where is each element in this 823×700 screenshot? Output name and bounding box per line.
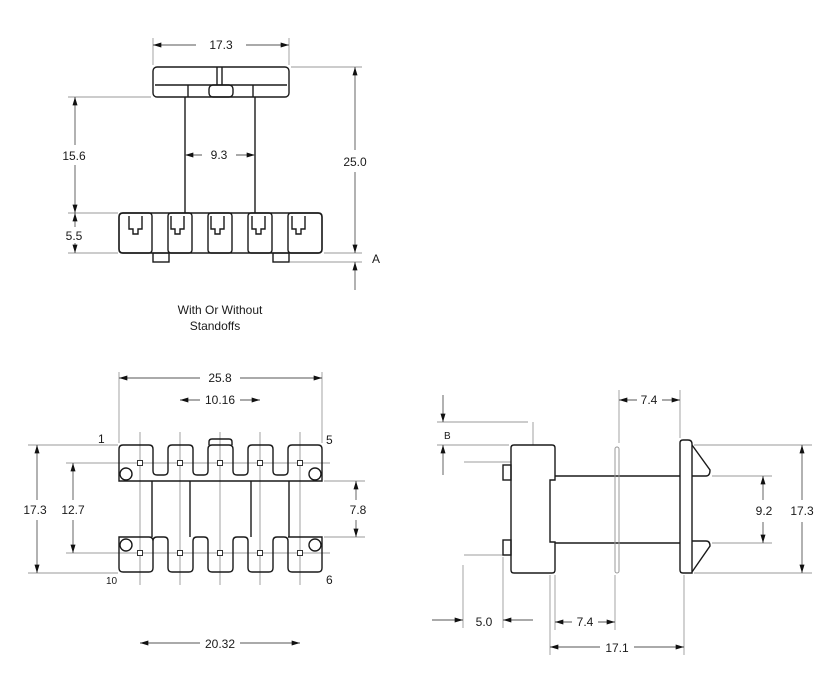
pin-10-label: 10: [106, 576, 118, 587]
locating-hole: [308, 538, 322, 552]
top-flange-outline: [118, 444, 323, 482]
dim-pin-length-label: 5.0: [476, 615, 493, 629]
dim-gap-label: 7.8: [350, 503, 367, 517]
locating-hole: [308, 467, 322, 481]
left-flange: [510, 444, 556, 574]
note-line-2: Standoffs: [190, 319, 240, 333]
dim-post-spacing-label: 9.3: [211, 148, 228, 162]
dim-height-label: 25.0: [343, 155, 367, 169]
dim-width-label: 17.3: [209, 38, 233, 52]
dim-overall-length-label: 17.1: [605, 641, 629, 655]
dim-window-label: 9.2: [756, 504, 773, 518]
locating-hole: [119, 538, 133, 552]
standoff-right: [272, 252, 290, 263]
dim-base-height-label: 5.5: [66, 229, 83, 243]
dim-overall-depth-label: 17.3: [23, 503, 47, 517]
dim-overall-width-label: 25.8: [208, 371, 232, 385]
side-view: 7.4 9.2 17.3 B 5.0 7.4 17.1: [432, 390, 814, 655]
ref-b-label: B: [444, 431, 451, 442]
note-line-1: With Or Without: [178, 303, 263, 317]
pin-1-label: 1: [98, 432, 105, 446]
tab: [502, 539, 512, 556]
top-view: 17.3 25.0 A 9.3 15.6 5.5 With Or Without…: [62, 38, 380, 333]
dim-post-height-label: 15.6: [62, 149, 86, 163]
bottom-flange-outline: [118, 536, 323, 573]
right-flange: [679, 439, 693, 574]
dim-row-spacing-label: 12.7: [61, 503, 85, 517]
pin-squares: [137, 460, 303, 556]
tab: [502, 464, 512, 481]
locating-hole: [119, 467, 133, 481]
pin-5-label: 5: [326, 433, 333, 447]
dim-pin-span-bottom-label: 20.32: [205, 637, 235, 651]
top-flange: [152, 66, 290, 98]
dim-flange-top-label: 7.4: [641, 393, 658, 407]
dim-flange-bottom-label: 7.4: [577, 615, 594, 629]
pin-6-label: 6: [326, 573, 333, 587]
standoff-left: [152, 252, 170, 263]
plan-view: 1 5 10 6 25.8 10.16 20.32 17.3 12.7 7.8: [23, 371, 366, 651]
divider: [614, 446, 620, 574]
ref-a-label: A: [372, 252, 380, 266]
dim-height-label: 17.3: [790, 504, 814, 518]
dim-pin-span-top-label: 10.16: [205, 393, 235, 407]
base: [118, 212, 323, 263]
